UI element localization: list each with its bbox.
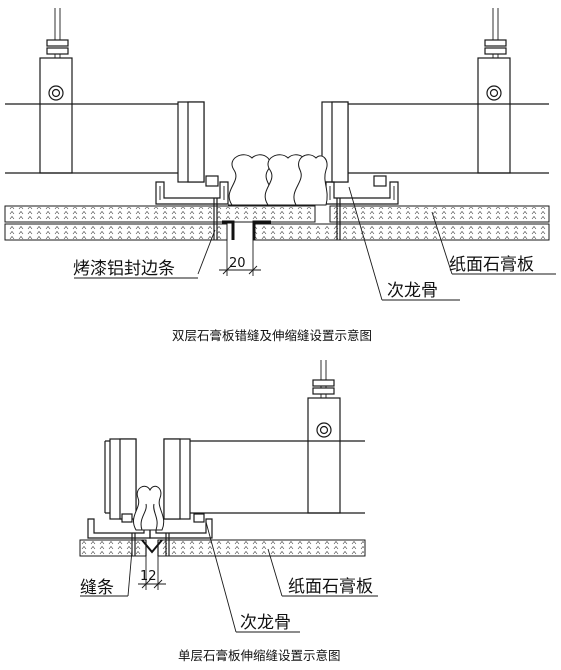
seam-strip: [141, 539, 163, 556]
dimension-12: [138, 556, 166, 590]
hanger-rod-bottom: [307, 360, 341, 514]
dimension-12-text: 12: [140, 569, 157, 584]
dimension-20-text: 20: [229, 256, 246, 271]
label-gypsum-board-bottom: 纸面石膏板: [288, 576, 373, 597]
secondary-keel-bottom: [87, 438, 213, 539]
main-keel: [5, 103, 549, 174]
hanger-rod-right: [477, 8, 511, 174]
bottom-diagram: 12 缝条 纸面石膏板 次龙骨 单层石膏板伸缩缝设置示意图: [79, 360, 378, 663]
dimension-20: [219, 240, 261, 276]
gypsum-board-bottom: [79, 539, 366, 557]
gypsum-board-upper: [4, 205, 550, 223]
edge-strip: [222, 220, 271, 240]
caption-top: 双层石膏板错缝及伸缩缝设置示意图: [172, 328, 372, 343]
gypsum-board-lower: [4, 223, 550, 241]
secondary-keel-left: [155, 101, 229, 205]
insulation-wool-bottom: [133, 485, 165, 531]
caption-bottom: 单层石膏板伸缩缝设置示意图: [178, 648, 341, 663]
label-edge-strip: 烤漆铝封边条: [73, 259, 175, 279]
label-secondary-keel-top: 次龙骨: [387, 281, 438, 301]
secondary-keel-right: [321, 101, 399, 205]
insulation-wool: [228, 154, 328, 206]
leader-lines-bottom: [80, 521, 378, 633]
hanger-rod-left: [39, 8, 73, 174]
label-gypsum-board-top: 纸面石膏板: [449, 254, 534, 275]
label-seam-strip: 缝条: [80, 578, 114, 598]
label-secondary-keel-bottom: 次龙骨: [240, 613, 291, 633]
top-diagram: 20 烤漆铝封边条 纸面石膏板 次龙骨 双层石膏板错缝及伸缩缝设置示意图: [4, 8, 556, 343]
leader-lines-top: [74, 186, 556, 301]
